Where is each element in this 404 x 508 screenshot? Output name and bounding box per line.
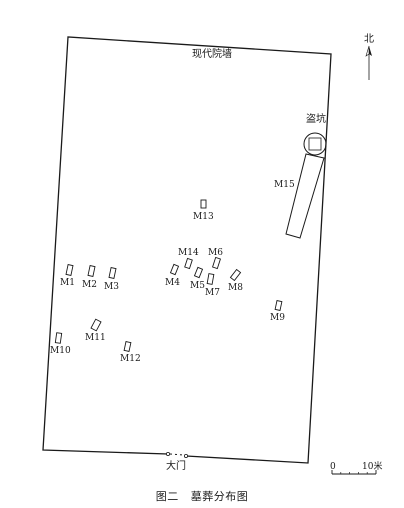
tomb-label-M11: M11: [85, 333, 106, 343]
gate-marker: [165, 451, 188, 458]
tomb-label-M4: M4: [165, 278, 180, 288]
tomb-label-M14: M14: [178, 248, 199, 258]
scale-bar: 0 10米: [330, 460, 382, 475]
tomb-label-M3: M3: [104, 282, 119, 292]
tomb-label-M2: M2: [82, 280, 97, 290]
figure-caption: 图二墓葬分布图: [0, 488, 404, 504]
north-arrow: 北: [364, 33, 374, 80]
gate-label: 大门: [166, 459, 186, 472]
tomb-label-M6: M6: [208, 248, 223, 258]
tomb-M11: [90, 318, 102, 332]
tomb-M6: [212, 256, 221, 270]
tomb-M9: [274, 300, 283, 311]
tomb-label-M9: M9: [270, 313, 285, 323]
tomb-label-M8: M8: [228, 283, 243, 293]
tomb-label-M7: M7: [205, 288, 220, 298]
scale-end-label: 10米: [362, 460, 382, 472]
north-label: 北: [364, 33, 374, 45]
north-arrow-icon: [369, 46, 372, 56]
tomb-M12: [123, 341, 132, 352]
tomb-M7: [206, 273, 215, 285]
figure-title: 墓葬分布图: [190, 490, 249, 503]
tomb-M14: [184, 257, 193, 270]
tomb-label-M10: M10: [50, 346, 71, 356]
tomb-label-M12: M12: [120, 354, 141, 364]
tomb-M2: [87, 265, 96, 277]
tomb-M5: [193, 266, 204, 279]
gate-gap-dash: [169, 453, 185, 456]
tomb-M4: [169, 263, 180, 276]
looting-pit: [303, 132, 327, 156]
tomb-M15: [285, 153, 325, 239]
tomb-M1: [65, 264, 74, 276]
pit-label: 盗坑: [306, 112, 326, 125]
scale-zero-label: 0: [330, 462, 336, 472]
tomb-M3: [108, 267, 117, 279]
tomb-label-M1: M1: [60, 278, 75, 288]
courtyard-wall: [42, 36, 332, 464]
tomb-label-M5: M5: [190, 281, 205, 291]
tomb-M8: [229, 268, 242, 282]
tomb-M10: [54, 332, 63, 344]
tomb-label-M13: M13: [193, 212, 214, 222]
tomb-M13: [200, 199, 207, 209]
tomb-label-M15: M15: [274, 180, 295, 190]
wall-label: 现代院墙: [192, 47, 232, 60]
figure-number: 图二: [155, 490, 179, 503]
